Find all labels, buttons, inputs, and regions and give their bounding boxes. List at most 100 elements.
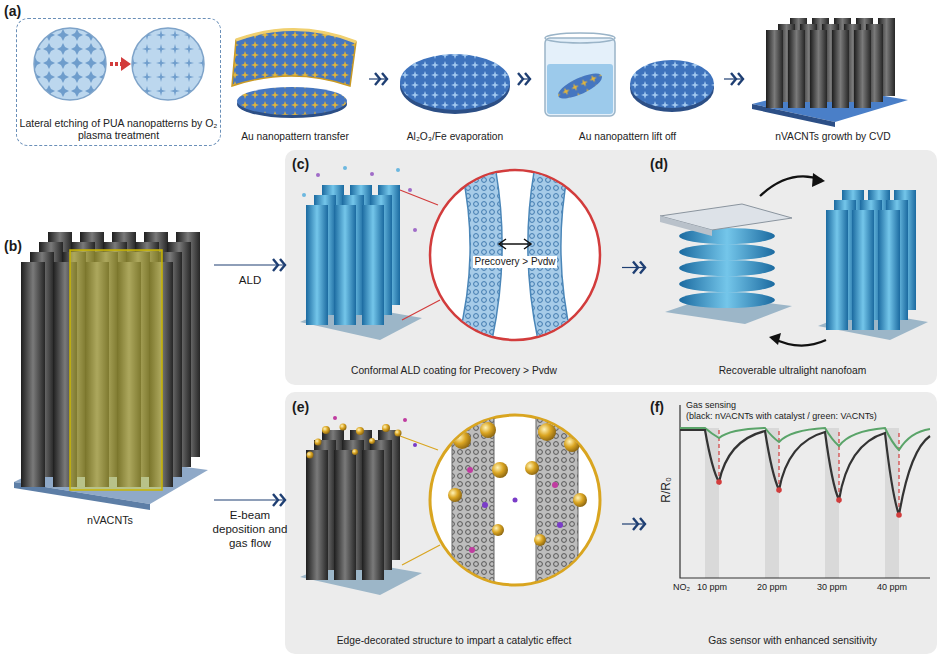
sensor-chart-part: [680, 405, 930, 578]
nvacnt-block-part: [21, 262, 45, 487]
ald-coating-illustration-part: [316, 173, 320, 177]
panel-box: Edge-decorated structure to impart a cat…: [288, 398, 620, 650]
panel-label: (f): [650, 399, 664, 415]
connector-line: [622, 267, 646, 268]
caption-group: Recoverable ultralight nanofoam: [650, 365, 935, 377]
lift-off-illustration-part: [630, 60, 714, 108]
chevron-connector: [369, 73, 388, 85]
caption-text: nVACNTs growth by CVD: [748, 131, 918, 143]
nanofoam-recovery-illustration-part: [660, 216, 712, 236]
chevron-head: [738, 73, 743, 85]
ald-coating-illustration-part: [302, 193, 306, 197]
chevron-head: [633, 262, 638, 274]
ald-coating-illustration-part: [334, 205, 356, 325]
sensor-chart-part: [776, 487, 782, 493]
connector-line: [622, 523, 646, 524]
edge-decorated-illustration-part: [369, 438, 375, 444]
edge-decorated-illustration-part: [306, 450, 328, 580]
edge-decorated-illustration-part-part: [492, 524, 504, 536]
sensor-chart-part: [716, 479, 722, 485]
cnt-growth-pillars-part: [832, 30, 849, 108]
connector-label: E-beam deposition and gas flow: [211, 509, 289, 550]
etching-inset-part: [34, 28, 106, 100]
au-transfer-illustration-part: [236, 29, 356, 42]
edge-decorated-illustration-part: [382, 424, 390, 432]
connector-line: [724, 78, 744, 79]
evaporation-disk: [400, 54, 510, 114]
chevron-head: [273, 494, 278, 506]
panel-label: (a): [4, 3, 21, 19]
panel-label: (d): [650, 156, 668, 172]
panel-box: nVACNTs: [8, 225, 212, 530]
edge-decorated-illustration: [300, 412, 600, 595]
panel-box: Gas sensor with enhanced sensitivity: [648, 398, 937, 650]
caption-group: Al₂O₃/Fe evaporation: [392, 131, 518, 143]
chevron-head: [382, 73, 387, 85]
chevron-connector: [214, 494, 286, 506]
lift-off-illustration-part: [547, 64, 613, 114]
nanofoam-recovery-illustration-part: [812, 173, 825, 187]
chevron-head: [633, 518, 638, 530]
process-step: Al₂O₃/Fe evaporation: [390, 12, 520, 146]
chevron-head: [525, 73, 530, 85]
chevron-head: [731, 73, 736, 85]
edge-decorated-illustration-part-part: [564, 436, 580, 452]
etching-inset-box: Lateral etching of PUA nanopatterns by O…: [16, 18, 221, 146]
edge-decorated-illustration-part: [413, 443, 417, 447]
nanofoam-recovery-illustration-part: [852, 210, 874, 330]
ald-coating-illustration-part: [458, 172, 572, 340]
concentration-label: 10 ppm: [697, 582, 727, 592]
caption-group: nVACNTs growth by CVD: [748, 131, 918, 143]
edge-decorated-illustration-part-part: [534, 534, 546, 546]
chevron-head: [375, 73, 380, 85]
ald-coating-illustration-part: [370, 172, 374, 176]
nanofoam-recovery-illustration: [660, 173, 928, 346]
ald-coating-illustration-part: [413, 228, 417, 232]
sensor-chart: [680, 405, 930, 578]
nanofoam-recovery-illustration-part: [679, 260, 775, 276]
au-transfer-illustration-part: [237, 87, 347, 115]
panel-band-part: [285, 150, 937, 385]
caption-text: Al₂O₃/Fe evaporation: [392, 131, 518, 143]
edge-decorated-illustration-part: [362, 450, 384, 580]
edge-decorated-illustration-part: [333, 416, 337, 420]
ald-coating-illustration-part: [396, 168, 400, 172]
ald-coating-illustration-part: [430, 170, 600, 340]
edge-decorated-illustration-part: [430, 415, 600, 585]
ald-coating-illustration-part: [343, 166, 347, 170]
concentration-label: 30 ppm: [817, 582, 847, 592]
chevron-head: [640, 262, 645, 274]
sensor-chart-part: [836, 497, 842, 503]
edge-decorated-illustration-part: [322, 426, 330, 434]
edge-decorated-illustration-part: [334, 450, 356, 580]
cnt-growth-pillars: [752, 18, 908, 127]
edge-decorated-illustration-part: [315, 439, 322, 446]
lift-off-illustration-part: [545, 33, 615, 43]
etching-inset-part: [121, 57, 131, 71]
edge-decorated-illustration-part: [356, 427, 364, 435]
chevron-connector: [622, 262, 646, 274]
chevron-connector: [214, 259, 286, 271]
caption-group: Edge-decorated structure to impart a cat…: [290, 635, 618, 647]
nanofoam-recovery-illustration-part: [679, 292, 775, 308]
nanofoam-recovery-illustration-part: [878, 210, 900, 330]
connector-line: [214, 499, 286, 500]
panel-box: Recoverable ultralight nanofoam: [648, 155, 937, 380]
chart-note: (black: nVACNTs with catalyst / green: V…: [686, 411, 877, 421]
sensor-chart-part: [680, 430, 930, 515]
edge-decorated-illustration-part-part: [452, 412, 494, 592]
lift-off-illustration-part: [545, 38, 615, 116]
ald-coating-illustration-part: [499, 239, 531, 249]
ald-coating-illustration-part: [306, 205, 328, 325]
panel-band: [285, 150, 937, 654]
edge-decorated-illustration-part-part: [469, 547, 475, 553]
nvacnt-block: [14, 232, 208, 510]
au-transfer-illustration-part: [232, 29, 356, 86]
concentration-label: 20 ppm: [757, 582, 787, 592]
chevron-head: [280, 259, 285, 271]
chevron-connector: [518, 73, 531, 85]
nanofoam-recovery-illustration-part: [769, 333, 781, 345]
process-step: Au nanopattern lift off: [533, 12, 722, 146]
edge-decorated-illustration-part-part: [480, 422, 496, 438]
